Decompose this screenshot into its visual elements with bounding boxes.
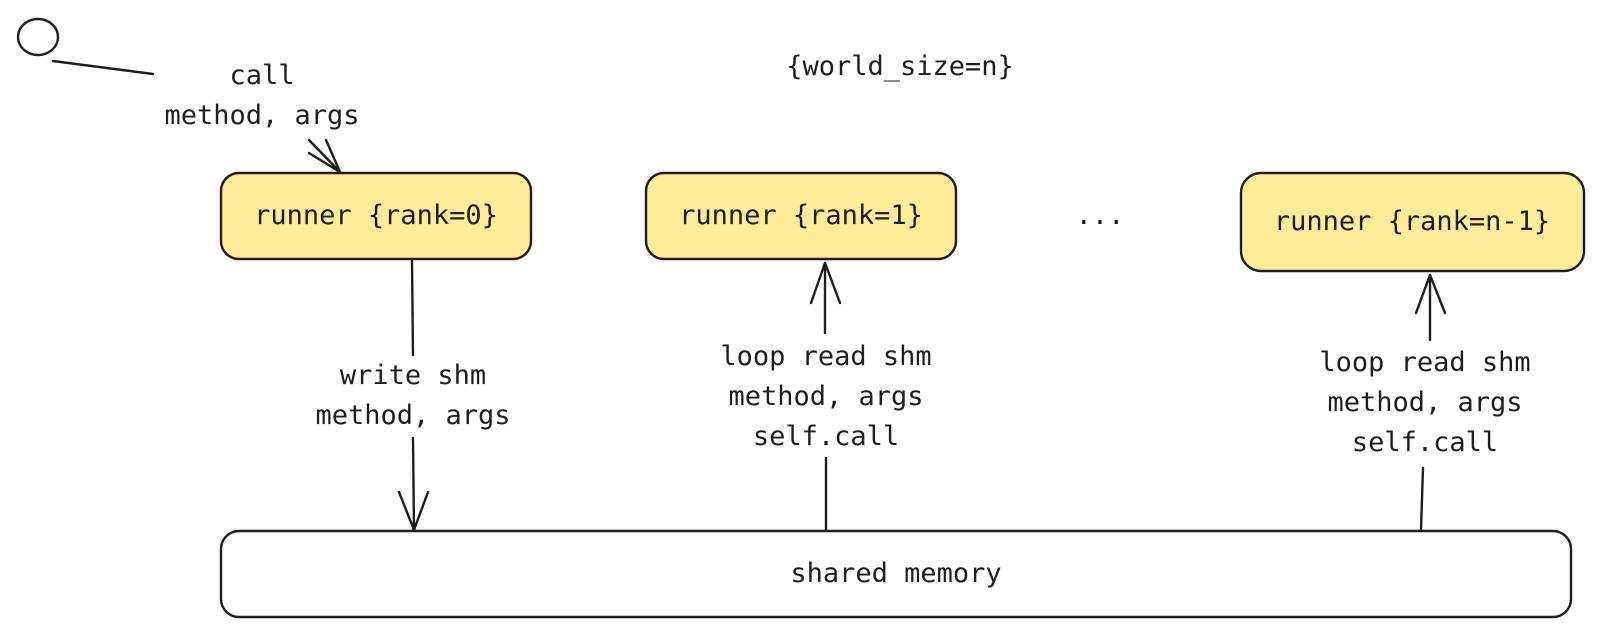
read-n-1-loop-label: loop read shm — [1319, 347, 1530, 378]
write-arrow-shaft-top — [410, 259, 415, 357]
runner-rank-0-label: runner {rank=0} — [254, 200, 498, 231]
read-n-1-arrow-shaft-bottom — [1419, 466, 1425, 532]
runners-ellipsis: ... — [1076, 200, 1125, 231]
shared-memory: shared memory — [219, 529, 1573, 619]
read-1-self-call-label: self.call — [753, 421, 899, 452]
read-n-1-arrow-head — [1414, 273, 1447, 315]
runner-rank-0: runner {rank=0} — [219, 171, 533, 261]
caller-method-args-label: method, args — [164, 100, 359, 131]
runner-rank-1: runner {rank=1} — [644, 171, 958, 261]
runner-rank-1-label: runner {rank=1} — [679, 200, 923, 231]
caller-actor-line — [51, 59, 155, 76]
caller-call-label: call — [229, 60, 294, 91]
caller-arrow-head — [307, 138, 342, 174]
write-shm-label: write shm — [340, 360, 486, 391]
read-1-method-args-label: method, args — [728, 381, 923, 412]
read-n-1-self-call-label: self.call — [1352, 427, 1498, 458]
write-method-args-label: method, args — [315, 400, 510, 431]
runner-rank-n-1-label: runner {rank=n-1} — [1274, 206, 1550, 237]
world-size-label: {world_size=n} — [786, 51, 1014, 82]
read-1-loop-label: loop read shm — [720, 341, 931, 372]
runner-rank-n-1-box — [1239, 171, 1586, 273]
shared-memory-box — [219, 529, 1573, 619]
runner-rank-0-box — [219, 171, 533, 261]
read-n-1-method-args-label: method, args — [1327, 387, 1522, 418]
runner-rank-n-1: runner {rank=n-1} — [1239, 171, 1586, 273]
runner-rank-1-box — [644, 171, 958, 261]
caller-actor-circle — [16, 17, 60, 57]
shared-memory-label: shared memory — [790, 558, 1001, 589]
write-arrow-shaft-bottom — [411, 436, 416, 532]
read-1-arrow-head — [809, 261, 842, 305]
